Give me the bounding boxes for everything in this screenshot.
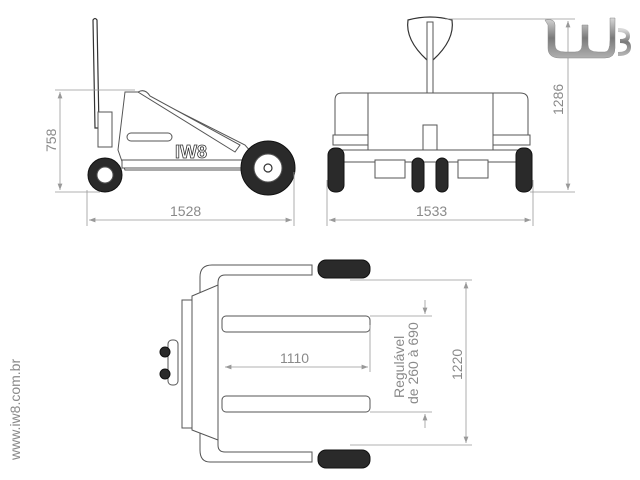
side-length-label: 1528	[170, 203, 201, 219]
front-height-label: 1286	[550, 84, 566, 115]
side-height-label: 758	[43, 128, 59, 152]
top-wheel-upper	[317, 259, 371, 279]
fork-length-label: 1110	[280, 350, 309, 366]
handle-loop	[407, 16, 453, 61]
right-wheel	[515, 147, 533, 193]
fork-upper	[221, 315, 371, 333]
top-handle	[167, 339, 179, 386]
front-width-label: 1533	[416, 203, 447, 219]
pump	[97, 111, 113, 148]
side-view: IW8 758 1528	[43, 17, 296, 226]
pump-front	[422, 124, 438, 151]
iw8-logo	[544, 17, 632, 59]
left-wheel	[327, 147, 345, 193]
top-wheel-lower	[317, 449, 371, 469]
side-brand-text: IW8	[175, 142, 207, 162]
top-width-label: 1220	[449, 349, 465, 380]
side-bar	[126, 132, 173, 142]
fork-lower	[221, 395, 371, 413]
top-frame	[199, 264, 313, 463]
upper-arm	[137, 90, 241, 153]
adjustable-label-line1: Regulável	[391, 336, 407, 398]
center-wheel-left	[411, 157, 425, 193]
top-view: 1110 Regulável de 260 à 690 1220	[159, 259, 472, 469]
center-wheel-right	[435, 157, 449, 193]
handle	[92, 17, 100, 129]
website-text: www.iw8.com.br	[7, 359, 23, 461]
front-view: 1533 1286	[326, 16, 575, 226]
adjustable-label-line2: de 260 à 690	[405, 322, 421, 404]
